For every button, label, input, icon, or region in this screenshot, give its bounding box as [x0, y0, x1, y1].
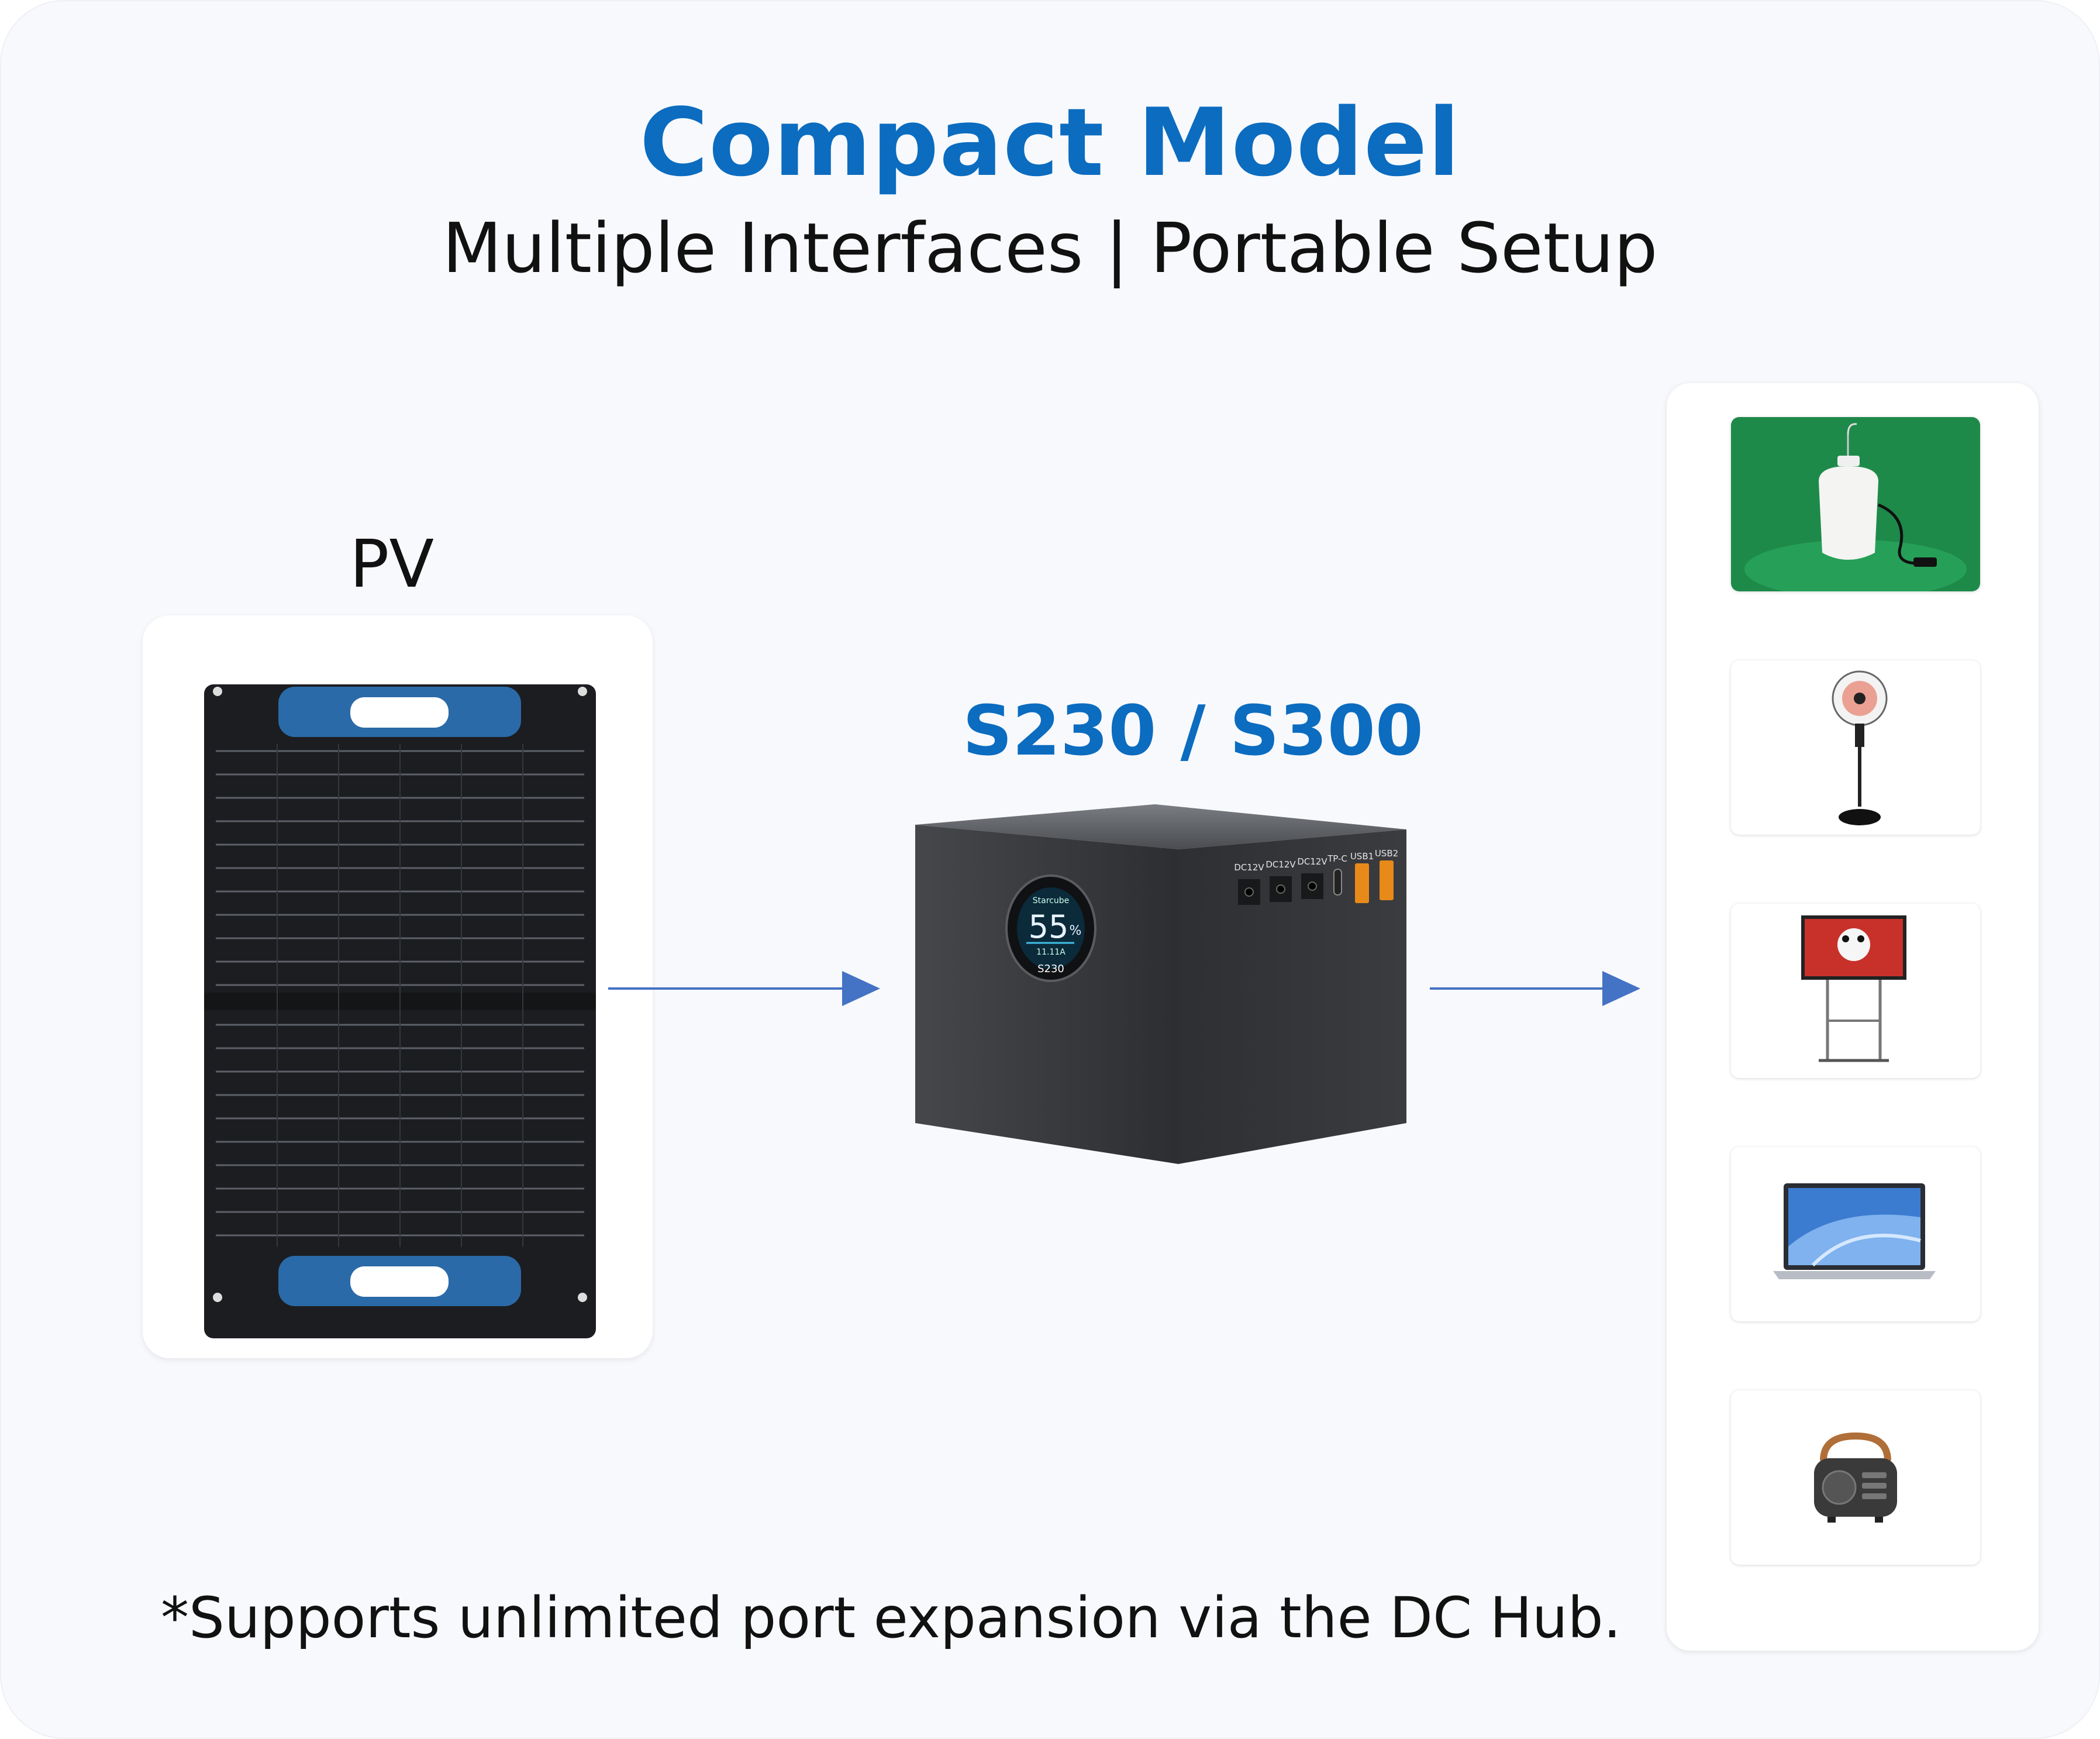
usb-port: [1355, 863, 1369, 903]
dc-port: [1270, 876, 1292, 902]
pv-card: [143, 615, 653, 1358]
arrow-right-icon: [1430, 971, 1640, 1006]
standing-fan-icon: [1832, 670, 1888, 825]
screen-model: S230: [1037, 963, 1064, 975]
port-label: USB2: [1375, 848, 1398, 859]
page-subtitle: Multiple Interfaces | Portable Setup: [442, 208, 1658, 288]
solar-panel-icon: [204, 684, 596, 1338]
port-label: USB1: [1350, 851, 1374, 862]
tv-stand-icon: [1801, 915, 1906, 1062]
load-tile-laptop: [1731, 1147, 1980, 1321]
usb-c-port: [1333, 869, 1342, 896]
radio-speaker-icon: [1814, 1432, 1897, 1523]
port-label: DC12V: [1234, 862, 1264, 873]
lightbulb-icon: [1731, 417, 1980, 591]
loads-panel: [1667, 383, 2039, 1651]
port-label: DC12V: [1297, 856, 1327, 867]
usb-port: [1380, 860, 1394, 900]
load-tile-speaker: [1731, 1390, 1980, 1565]
dc-port: [1238, 879, 1260, 905]
load-tile-tv: [1731, 904, 1980, 1078]
port-label: TP-C: [1327, 853, 1347, 864]
screen-percent: 55: [1029, 908, 1069, 945]
load-tile-fan: [1731, 660, 1980, 835]
dc-port: [1301, 873, 1323, 899]
pv-label: PV: [349, 526, 435, 602]
page-title: Compact Model: [639, 88, 1461, 197]
footnote: *Supports unlimited port expansion via t…: [161, 1585, 1622, 1651]
power-station-icon: Starcube 55 % 11.11A S230 DC12V DC12V DC…: [915, 804, 1406, 1164]
screen-percent-unit: %: [1070, 924, 1082, 938]
power-station: Starcube 55 % 11.11A S230 DC12V DC12V DC…: [904, 796, 1418, 1184]
screen-brand: Starcube: [1033, 896, 1069, 905]
load-tile-bulb: [1731, 417, 1980, 591]
screen-current: 11.11A: [1036, 948, 1065, 957]
port-label: DC12V: [1265, 859, 1296, 870]
arrow-right-icon: [608, 971, 880, 1006]
laptop-icon: [1773, 1183, 1936, 1279]
device-label: S230 / S300: [963, 690, 1423, 771]
